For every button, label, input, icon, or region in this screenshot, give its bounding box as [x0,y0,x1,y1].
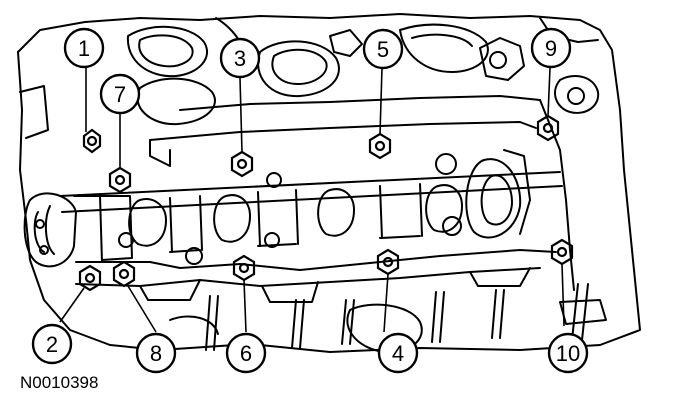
callout-7-label: 7 [114,82,126,107]
callout-3-label: 3 [234,46,246,71]
bolt-heads [78,114,574,292]
callout-3: 3 [219,37,261,79]
callout-5-label: 5 [377,37,389,62]
reference-code: N0010398 [20,373,98,392]
callout-9-label: 9 [545,36,557,61]
callout-8-label: 8 [150,341,162,366]
callout-5: 5 [362,28,404,70]
callout-4-label: 4 [392,341,404,366]
callout-6-label: 6 [240,341,252,366]
callout-10: 10 [547,332,589,374]
bolt-7 [108,166,132,194]
bolt-5 [368,132,392,160]
callout-9: 9 [530,27,572,69]
callout-6: 6 [225,332,267,374]
callout-8: 8 [135,332,177,374]
callout-1: 1 [63,27,105,69]
bolt-8 [112,260,136,288]
callout-2-label: 2 [46,332,58,357]
callout-7: 7 [99,73,141,115]
bolt-1 [82,128,102,154]
callout-4: 4 [377,332,419,374]
callout-1-label: 1 [78,36,90,61]
bolt-3 [230,150,254,178]
bolt-9 [536,114,560,142]
callout-2: 2 [31,323,73,365]
bolt-2 [78,264,102,292]
callouts: 1 2 3 4 5 6 7 8 [31,27,589,374]
engine-line-art [17,13,641,354]
leader-lines [59,66,565,333]
callout-10-label: 10 [556,341,580,366]
bolt-6 [232,254,256,282]
